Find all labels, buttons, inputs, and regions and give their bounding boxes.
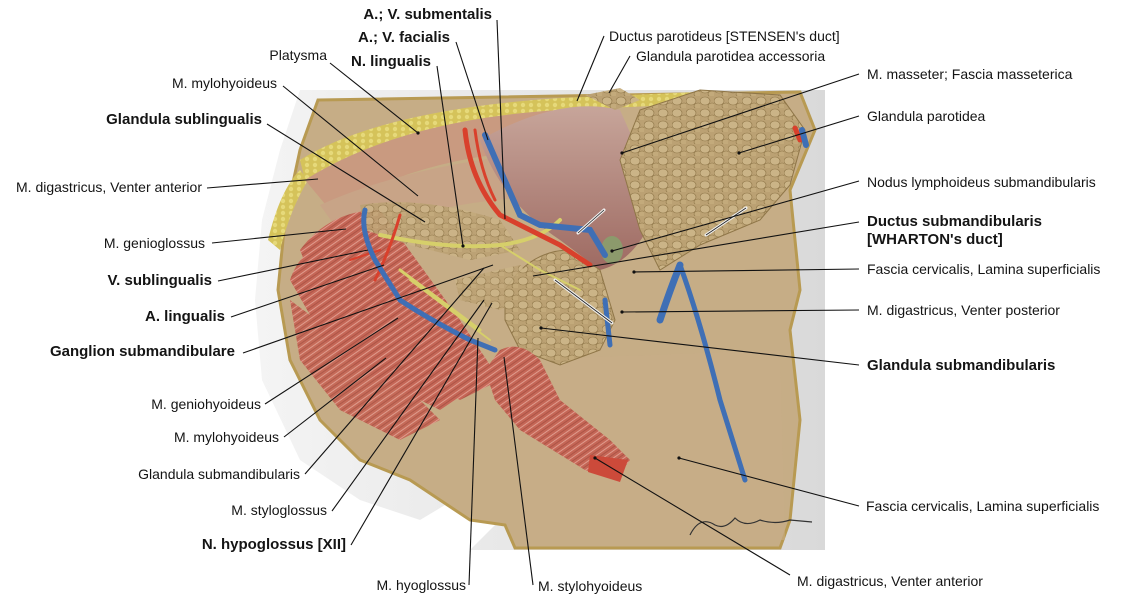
artist-signature	[689, 517, 813, 536]
leader-fascia-cervicalis-lower	[678, 457, 860, 507]
label-fascia-cervicalis-lower: Fascia cervicalis, Lamina superficialis	[866, 498, 1100, 514]
leader-m-styloglossus	[331, 299, 485, 512]
leader-m-hyoglossus	[468, 337, 479, 586]
leader-m-mylohyoideus-top	[282, 85, 419, 197]
label-n-lingualis: N. lingualis	[350, 53, 431, 70]
leader-m-digastricus-venter-anterior-left	[206, 178, 319, 189]
label-m-digastricus-venter-anterior-bottom: M. digastricus, Venter anterior	[797, 573, 983, 589]
leader-a-v-facialis	[455, 41, 489, 141]
leader-glandula-parotidea	[738, 115, 860, 154]
label-m-geniohyoideus: M. geniohyoideus	[151, 396, 261, 412]
label-m-digastricus-venter-anterior-left: M. digastricus, Venter anterior	[16, 179, 202, 195]
label-fascia-cervicalis-upper: Fascia cervicalis, Lamina superficialis	[867, 261, 1101, 277]
leader-glandula-submandibularis-right	[540, 327, 860, 366]
label-ductus-submandibularis: Ductus submandibularis	[867, 213, 1043, 230]
masseter-muscle	[480, 106, 660, 270]
label-nodus-lymphoideus: Nodus lymphoideus submandibularis	[867, 174, 1096, 190]
leader-m-genioglossus	[211, 228, 347, 244]
label-a-v-submentalis: A.; V. submentalis	[363, 6, 492, 23]
label-glandula-sublingualis: Glandula sublingualis	[106, 111, 262, 128]
leader-m-digastricus-venter-anterior-bottom	[594, 457, 791, 576]
label-n-hypoglossus: N. hypoglossus [XII]	[201, 536, 346, 553]
leader-nodus-lymphoideus	[611, 180, 860, 252]
label-glandula-submandibularis-left: Glandula submandibularis	[138, 466, 300, 482]
label-m-mylohyoideus-bottom: M. mylohyoideus	[173, 429, 279, 445]
leader-lines	[206, 19, 860, 586]
submandibular-gland	[455, 249, 616, 366]
label-m-genioglossus: M. genioglossus	[103, 235, 205, 251]
label-m-hyoglossus: M. hyoglossus	[376, 577, 466, 593]
label-a-v-facialis: A.; V. facialis	[358, 29, 450, 46]
label-ganglion-submandibulare: Ganglion submandibulare	[49, 343, 235, 360]
leader-glandula-parotidea-accessoria	[608, 55, 631, 94]
fat-band	[268, 92, 700, 250]
leader-v-sublingualis	[217, 249, 369, 282]
label-m-stylohyoideus: M. stylohyoideus	[538, 578, 643, 594]
parotid-gland	[585, 88, 806, 271]
leader-a-lingualis	[230, 264, 385, 318]
digastric-muscle	[485, 346, 630, 482]
leader-a-v-submentalis	[496, 19, 506, 220]
nerves	[378, 218, 581, 341]
leader-glandula-sublingualis	[266, 123, 426, 223]
leader-ductus-parotideus	[576, 35, 605, 102]
leader-dots	[416, 131, 741, 460]
leader-n-lingualis	[436, 65, 464, 247]
label-ductus-submandibularis-line2: [WHARTON's duct]	[867, 231, 1003, 248]
label-ductus-parotideus: Ductus parotideus [STENSEN's duct]	[609, 28, 840, 44]
leader-m-digastricus-venter-posterior	[621, 309, 860, 313]
leader-ganglion-submandibulare	[242, 264, 494, 354]
arteries	[349, 125, 803, 282]
leader-ductus-submandibularis	[532, 221, 860, 277]
veins	[361, 127, 809, 483]
leader-m-mylohyoideus-bottom	[283, 357, 387, 438]
label-m-masseter: M. masseter; Fascia masseterica	[867, 66, 1073, 82]
label-platysma: Platysma	[269, 47, 327, 63]
leader-glandula-submandibularis-left	[304, 267, 485, 475]
leader-m-stylohyoideus	[503, 356, 534, 586]
probe-outlines	[554, 207, 747, 324]
label-v-sublingualis: V. sublingualis	[107, 272, 212, 289]
leader-fascia-cervicalis-upper	[633, 268, 860, 273]
label-glandula-parotidea: Glandula parotidea	[867, 108, 986, 124]
leader-n-hypoglossus	[350, 302, 493, 546]
leader-platysma	[329, 62, 419, 134]
label-m-mylohyoideus-top: M. mylohyoideus	[171, 75, 277, 91]
leader-m-geniohyoideus	[264, 317, 399, 405]
label-glandula-parotidea-accessoria: Glandula parotidea accessoria	[636, 48, 826, 64]
leader-m-masseter	[621, 73, 860, 154]
label-m-styloglossus: M. styloglossus	[231, 502, 327, 518]
tongue-muscles	[290, 210, 500, 440]
label-glandula-submandibularis-right: Glandula submandibularis	[867, 357, 1056, 374]
label-a-lingualis: A. lingualis	[144, 308, 225, 325]
label-m-digastricus-venter-posterior: M. digastricus, Venter posterior	[867, 302, 1060, 318]
